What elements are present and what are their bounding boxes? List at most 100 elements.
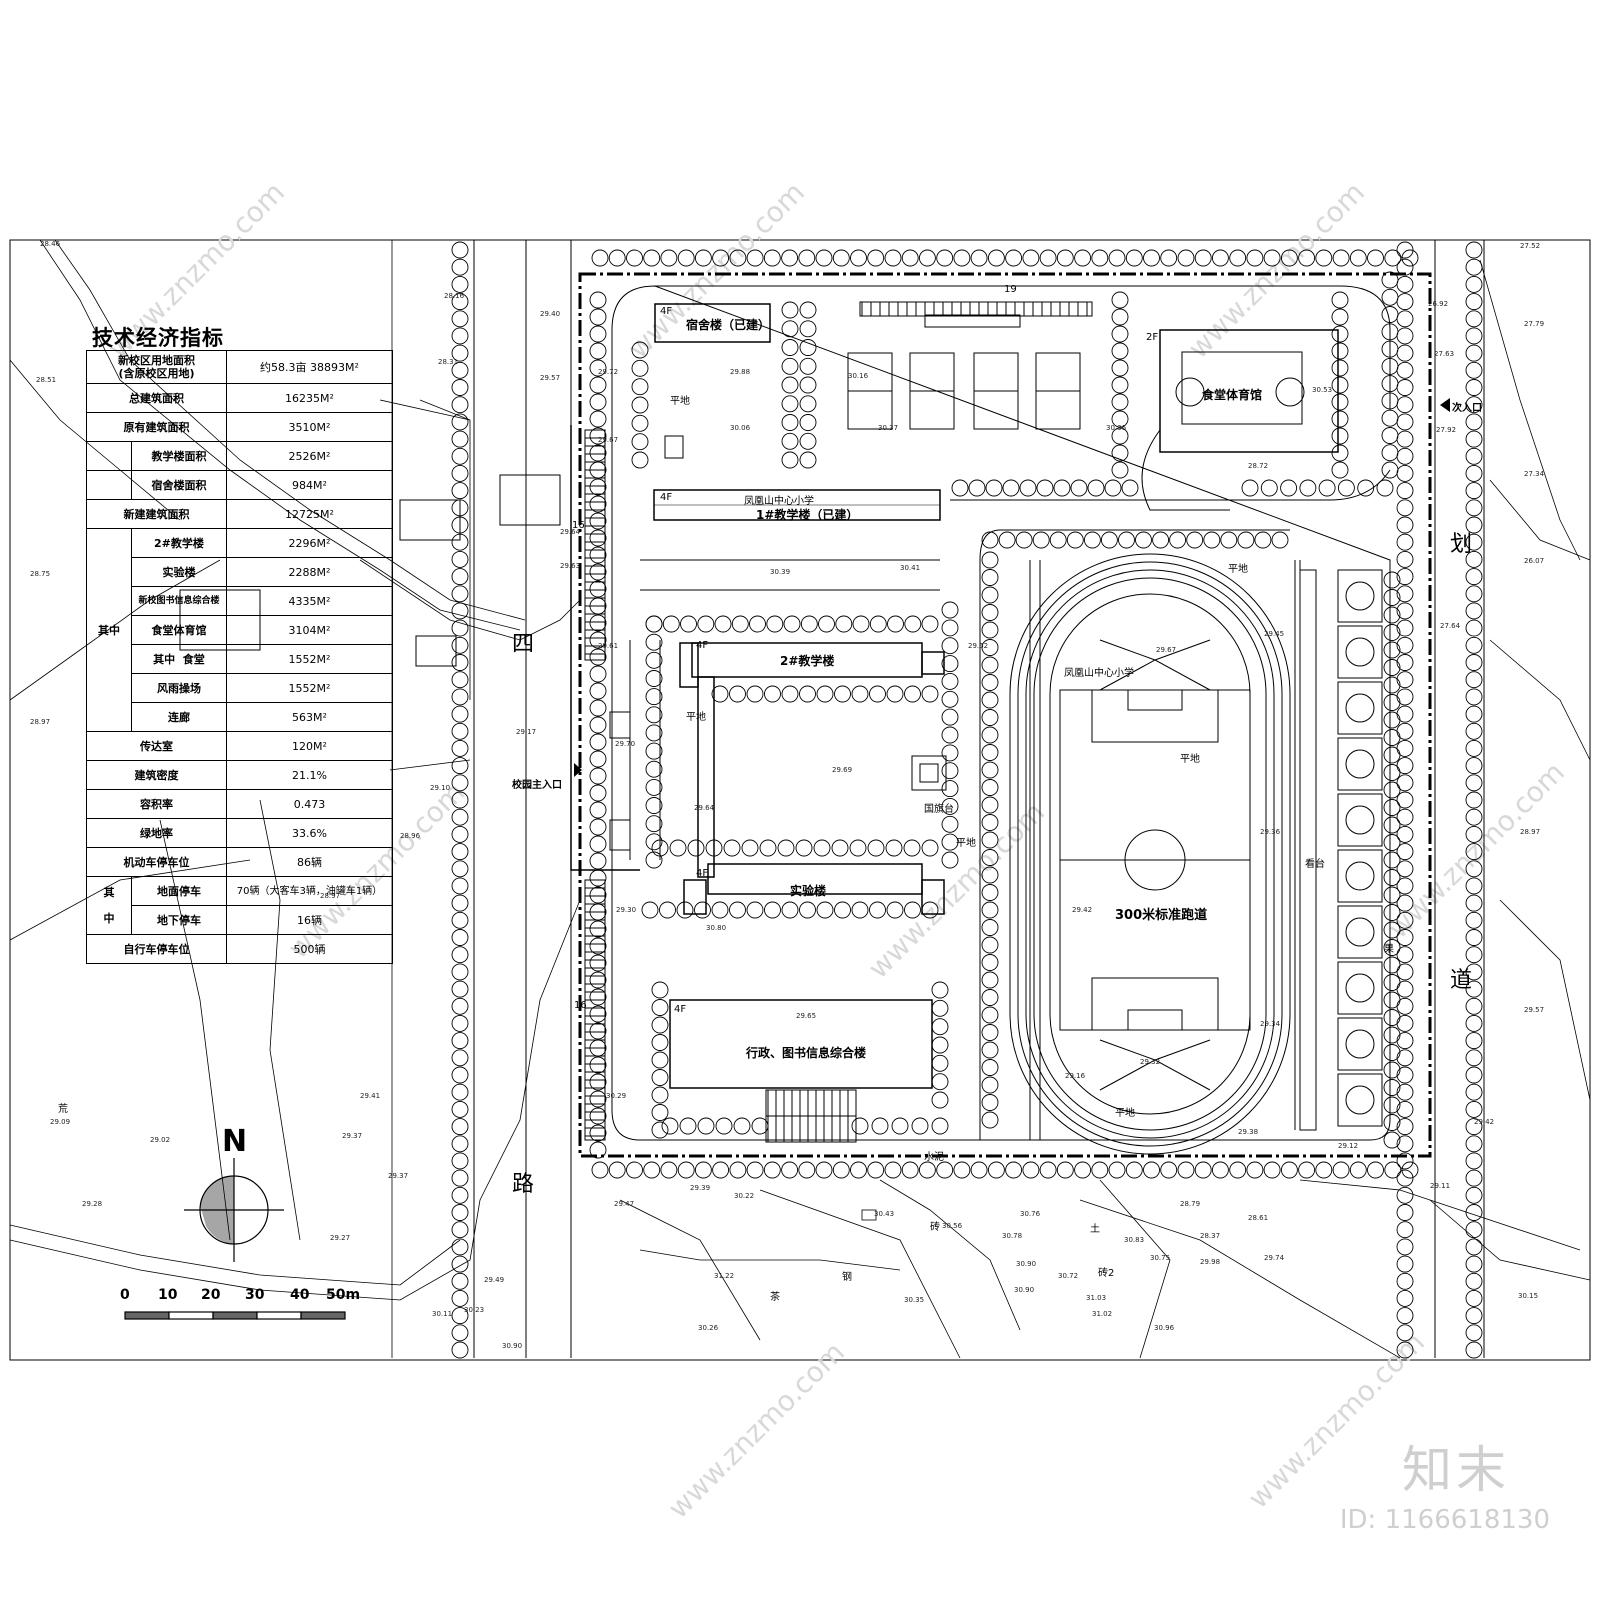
tree [981, 551, 999, 569]
tree [1396, 1238, 1414, 1256]
group-label: 其中 [86, 876, 132, 935]
row-label: 原有建筑面积 [86, 412, 227, 442]
tree [1381, 288, 1399, 306]
tree [589, 937, 607, 955]
tree [1465, 860, 1483, 878]
tree [1396, 1135, 1414, 1153]
tree [451, 946, 469, 964]
spot-height: 30.53 [1312, 386, 1332, 394]
tree [1383, 939, 1401, 956]
tree [1383, 764, 1401, 781]
tree [660, 1161, 678, 1179]
tree [851, 1117, 869, 1135]
tree [589, 376, 607, 394]
tree [1383, 991, 1401, 1009]
tree [1465, 1289, 1483, 1307]
tree [867, 839, 885, 857]
spot-height: 29.16 [1065, 1072, 1086, 1080]
tree [1396, 241, 1414, 259]
label-admin-library: 行政、图书信息综合楼 [746, 1046, 867, 1060]
tree [451, 808, 469, 826]
tree [981, 586, 999, 604]
row-value: 16辆 [225, 905, 394, 935]
tree [1111, 461, 1129, 479]
court-circle [1345, 861, 1375, 891]
tree [1211, 249, 1229, 267]
tree [1396, 1289, 1414, 1307]
tree [884, 1161, 902, 1179]
tree [589, 291, 607, 309]
road-label-lu: 路 [512, 1172, 535, 1197]
tree [1383, 676, 1401, 694]
tree [799, 451, 817, 469]
tree [589, 750, 607, 768]
tree [1465, 464, 1483, 482]
court-circle [1345, 693, 1375, 723]
tree [1401, 1161, 1419, 1179]
tree [651, 1069, 669, 1086]
tree [589, 478, 607, 496]
floor-teaching-2: 4F [696, 640, 709, 651]
tree [985, 479, 1003, 497]
label-running-track: 300米标准跑道 [1115, 908, 1208, 923]
tree [451, 980, 469, 998]
tree [781, 1161, 799, 1179]
spot-height: 29.10 [430, 784, 450, 792]
tree [1465, 533, 1483, 551]
tree [589, 1141, 607, 1159]
tree [1381, 306, 1399, 323]
tree [981, 884, 999, 901]
east-road [1434, 240, 1485, 1358]
tree [694, 901, 711, 919]
tree [1465, 1307, 1483, 1325]
row-value: 500辆 [225, 934, 394, 964]
tree [451, 825, 469, 843]
tree [1143, 1161, 1160, 1179]
basketball-court [1337, 681, 1383, 735]
row-value: 86辆 [225, 847, 394, 877]
spot-height: 29.49 [484, 1276, 504, 1284]
tree [1383, 1044, 1401, 1061]
tree [1331, 444, 1349, 462]
tree [687, 839, 705, 857]
tree [987, 249, 1005, 267]
tree [781, 685, 799, 703]
tree [799, 395, 817, 413]
tree [1396, 980, 1414, 998]
lab-building [683, 863, 945, 915]
tree [981, 1041, 999, 1059]
tree [799, 301, 817, 319]
tree [626, 249, 643, 267]
tree [1203, 531, 1221, 549]
west-parking-strip [584, 429, 606, 1141]
tree [651, 981, 669, 999]
tree [591, 249, 609, 267]
tree [1383, 1009, 1401, 1026]
tree [589, 682, 607, 700]
tree [798, 1161, 816, 1179]
site-boundary [578, 272, 1432, 1158]
row-label: 食堂体育馆 [131, 615, 227, 645]
spot-height: 28.31 [438, 358, 458, 366]
tree [1396, 619, 1414, 637]
tree [1108, 249, 1126, 267]
tree [1396, 705, 1414, 723]
tree [1465, 619, 1483, 637]
tree [1396, 636, 1414, 654]
tree [1465, 602, 1483, 620]
tree [981, 761, 999, 779]
row-label: 其中 食堂 [131, 644, 227, 674]
tree [1465, 1066, 1483, 1084]
tree [763, 1161, 781, 1179]
tree [712, 1161, 730, 1179]
tree [931, 1054, 949, 1072]
tree [1396, 327, 1414, 345]
tree [1381, 340, 1399, 358]
spot-height: 30.36 [1106, 424, 1127, 432]
spot-height: 29.65 [796, 1012, 816, 1020]
tree [451, 1238, 469, 1256]
tree [1383, 571, 1401, 589]
tree [799, 376, 817, 394]
